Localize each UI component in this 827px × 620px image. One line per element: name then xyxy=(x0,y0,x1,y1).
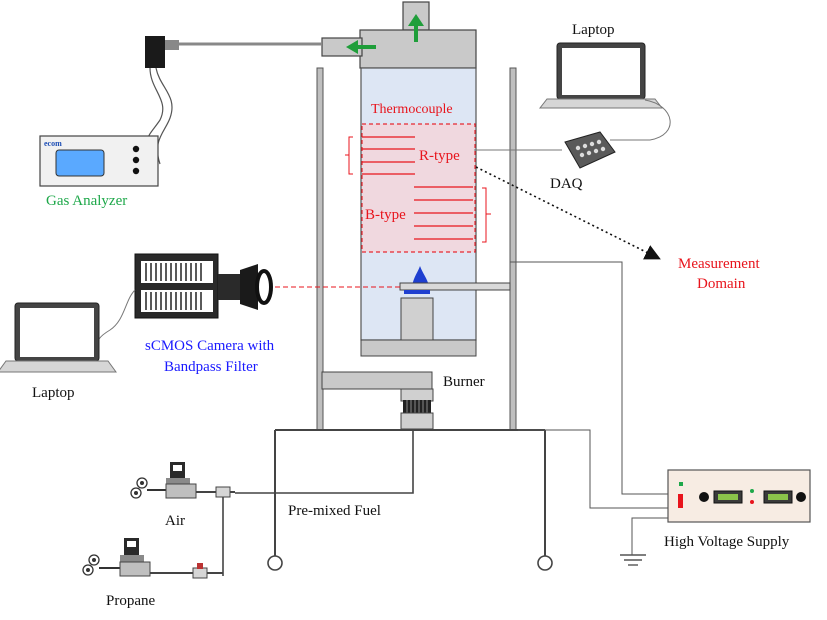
burner-body xyxy=(321,297,477,430)
laptop-top-icon xyxy=(538,42,664,109)
b-type-thermocouples xyxy=(414,186,491,243)
r-type-thermocouples xyxy=(345,136,415,175)
exhaust-arrow-up-icon xyxy=(408,14,424,42)
camera-label-line1: sCMOS Camera with xyxy=(145,338,275,354)
burner-mesh xyxy=(403,400,431,413)
camera-icon xyxy=(134,253,273,319)
r-type-label: R-type xyxy=(419,148,460,164)
camera-laptop-cable xyxy=(95,289,136,353)
thermocouple-label: Thermocouple xyxy=(371,102,453,117)
high-voltage-supply-label: High Voltage Supply xyxy=(664,534,790,550)
measurement-domain-label-line2: Domain xyxy=(697,276,746,292)
air-flow-controller-icon xyxy=(130,462,235,576)
laptop-daq-cable xyxy=(610,99,671,141)
laptop-left-icon xyxy=(0,302,117,373)
exhaust-cap xyxy=(321,1,477,69)
gas-analyzer-icon xyxy=(39,135,159,187)
propane-flow-controller-icon xyxy=(82,538,223,579)
burner-label: Burner xyxy=(443,374,485,390)
camera-label-line2: Bandpass Filter xyxy=(164,359,258,375)
laptop-top-label: Laptop xyxy=(572,22,615,38)
flame-icon xyxy=(412,266,429,286)
air-label: Air xyxy=(165,513,185,529)
fuel-line xyxy=(235,430,414,494)
daq-label: DAQ xyxy=(550,176,583,192)
sampling-probe xyxy=(145,36,322,165)
high-voltage-supply xyxy=(667,469,811,523)
measurement-domain-label-line1: Measurement xyxy=(678,256,760,272)
hv-wires xyxy=(510,261,668,566)
measurement-domain-box xyxy=(361,123,476,253)
laptop-left-label: Laptop xyxy=(32,385,75,401)
table-stand xyxy=(267,429,553,571)
daq-icon xyxy=(564,131,616,169)
gas-analyzer-label: Gas Analyzer xyxy=(46,193,127,209)
b-type-label: B-type xyxy=(365,207,406,223)
propane-label: Propane xyxy=(106,593,155,609)
analyzer-brand-label: ecom xyxy=(44,139,62,148)
premixed-fuel-label: Pre-mixed Fuel xyxy=(288,503,381,519)
exhaust-arrow-left-icon xyxy=(346,40,376,54)
measurement-domain-pointer xyxy=(475,166,661,260)
